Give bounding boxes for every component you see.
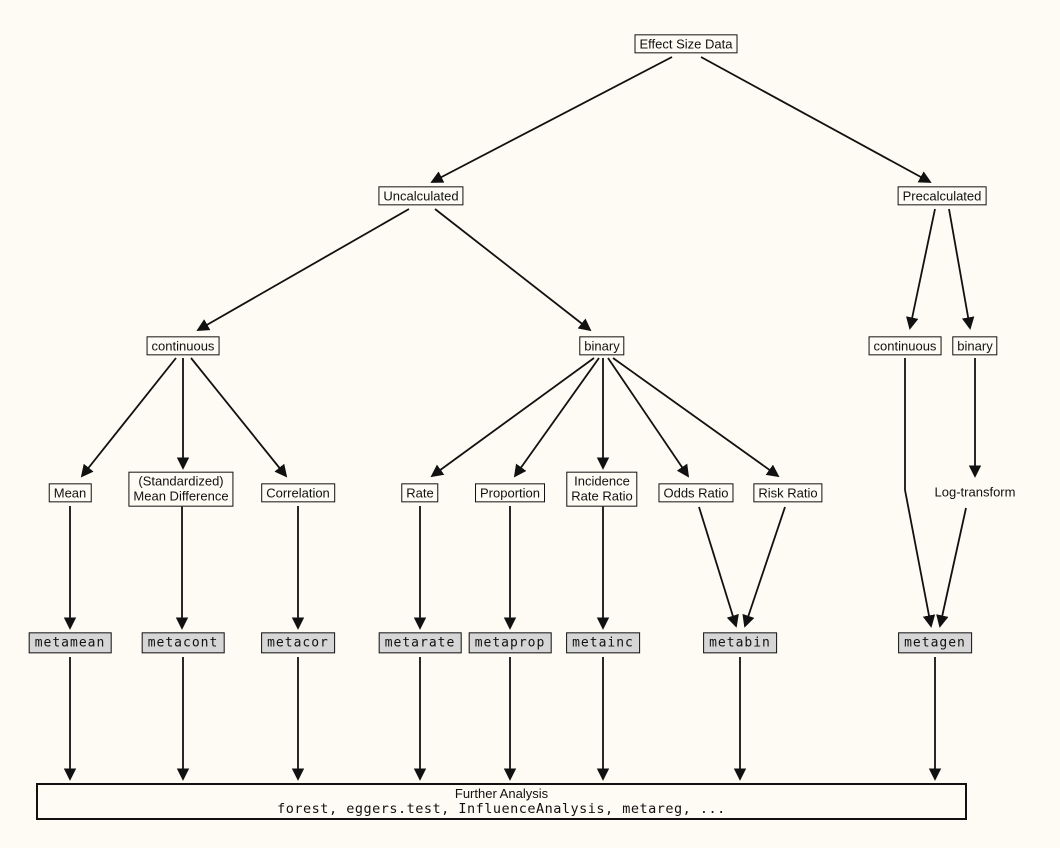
- incidence-line-1: Incidence: [574, 473, 630, 489]
- arrow-uncalculated-to-binary: [434, 208, 592, 332]
- function-box-metagen: metagen: [898, 632, 972, 654]
- node-standardized-mean-difference: (Standardized) Mean Difference: [128, 471, 234, 507]
- arrow-root-to-precalculated: [700, 56, 932, 183]
- further-analysis-title: Further Analysis: [454, 786, 549, 801]
- node-precalculated: Precalculated: [897, 186, 987, 206]
- function-box-metainc: metainc: [566, 632, 640, 654]
- function-box-metacor: metacor: [261, 632, 335, 654]
- node-incidence-rate-ratio: Incidence Rate Ratio: [566, 471, 638, 507]
- function-box-metarate: metarate: [378, 632, 462, 654]
- node-precalculated-continuous: continuous: [868, 336, 942, 356]
- function-box-metaprop: metaprop: [468, 632, 552, 654]
- smd-line-2: Mean Difference: [133, 489, 229, 504]
- arrow-continuous-to-mean: [80, 357, 177, 478]
- arrow-binary-to-risk-ratio: [612, 357, 780, 478]
- node-uncalculated-binary: binary: [579, 336, 625, 356]
- arrow-precalculated-to-continuous: [906, 208, 936, 330]
- further-analysis-functions: forest, eggers.test, InfluenceAnalysis, …: [277, 801, 726, 817]
- arrow-binary-to-rate: [430, 357, 595, 478]
- arrow-odds-ratio-to-metabin: [698, 506, 739, 628]
- arrow-log-transform-to-metagen: [936, 507, 967, 628]
- node-correlation: Correlation: [261, 483, 335, 503]
- arrow-risk-ratio-to-metabin: [742, 506, 786, 628]
- function-box-metamean: metamean: [28, 632, 112, 654]
- arrow-root-to-uncalculated: [430, 56, 673, 183]
- arrow-precalculated-to-binary: [948, 208, 975, 330]
- function-box-metabin: metabin: [703, 632, 777, 654]
- node-uncalculated: Uncalculated: [378, 186, 464, 206]
- node-mean: Mean: [48, 483, 92, 503]
- node-risk-ratio: Risk Ratio: [753, 483, 823, 503]
- arrow-continuous-to-correlation: [190, 357, 288, 478]
- further-analysis-box: Further Analysis forest, eggers.test, In…: [36, 783, 967, 820]
- arrow-uncalculated-to-continuous: [196, 208, 410, 331]
- smd-line-1: (Standardized): [138, 473, 224, 489]
- arrow-binary-to-proportion: [513, 357, 600, 478]
- label-log-transform: Log-transform: [934, 484, 1016, 500]
- node-odds-ratio: Odds Ratio: [658, 483, 734, 503]
- arrow-precalc-continuous-to-metagen: [904, 358, 936, 628]
- arrow-binary-to-odds-ratio: [607, 357, 690, 478]
- incidence-line-2: Rate Ratio: [571, 489, 633, 504]
- node-effect-size-data: Effect Size Data: [634, 34, 738, 54]
- node-rate: Rate: [401, 483, 439, 503]
- node-uncalculated-continuous: continuous: [146, 336, 220, 356]
- node-proportion: Proportion: [475, 483, 545, 503]
- function-box-metacont: metacont: [141, 632, 225, 654]
- node-precalculated-binary: binary: [952, 336, 998, 356]
